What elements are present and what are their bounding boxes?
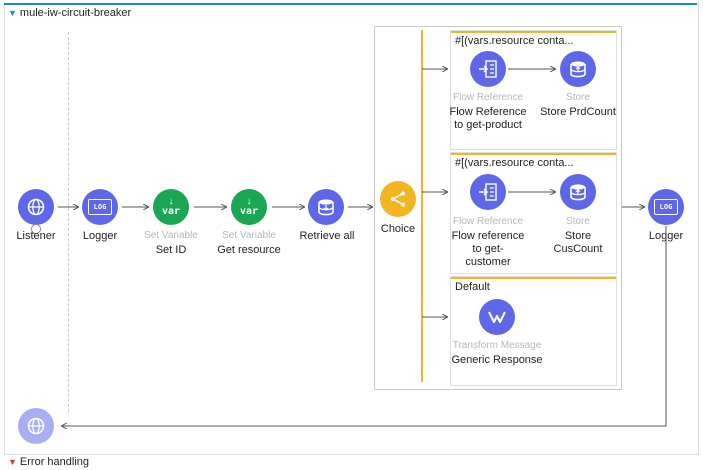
get-resource-label: Get resource — [217, 244, 281, 256]
listener-node[interactable] — [18, 189, 54, 225]
logger-node[interactable]: LOG — [648, 189, 684, 225]
transform-message-node[interactable] — [479, 299, 515, 335]
store-label: Store PrdCount — [540, 106, 616, 118]
store-type: Store — [566, 216, 590, 227]
flow-reference-icon — [479, 183, 497, 201]
set-id-label: Set ID — [155, 244, 187, 256]
route-header: #[(vars.resource conta... — [455, 35, 574, 47]
retrieve-all-node[interactable] — [308, 189, 344, 225]
flow-reference-type: Flow Reference — [452, 92, 524, 103]
flow-reference-node[interactable] — [470, 174, 506, 210]
globe-icon — [27, 417, 45, 435]
route-header: Default — [455, 281, 490, 293]
logger-label: Logger — [82, 230, 118, 242]
error-handling-label: Error handling — [19, 456, 90, 468]
object-store-icon — [318, 199, 334, 216]
variable-icon: ↓ var — [161, 196, 181, 217]
response-node[interactable] — [18, 408, 54, 444]
transform-icon — [488, 311, 506, 323]
log-icon: LOG — [88, 199, 112, 215]
set-id-node[interactable]: ↓ var — [153, 189, 189, 225]
collapse-triangle-icon[interactable]: ▼ — [8, 457, 17, 467]
route-bar — [451, 153, 616, 155]
retrieve-all-label: Retrieve all — [299, 230, 355, 242]
set-id-type: Set Variable — [144, 230, 198, 241]
choice-branch-icon — [391, 191, 405, 207]
globe-icon — [27, 198, 45, 216]
flow-header-bar — [4, 3, 697, 5]
store-type: Store — [566, 92, 590, 103]
flow-name: mule-iw-circuit-breaker — [19, 7, 132, 19]
flow-reference-type: Flow Reference — [452, 216, 524, 227]
source-divider — [68, 32, 69, 412]
transform-message-type: Transform Message — [452, 340, 542, 351]
store-node[interactable] — [560, 51, 596, 87]
collapse-triangle-icon[interactable]: ▼ — [8, 8, 17, 18]
error-handling-section[interactable]: ▼Error handling — [8, 456, 89, 468]
flow-reference-icon — [479, 60, 497, 78]
get-resource-node[interactable]: ↓ var — [231, 189, 267, 225]
choice-label: Choice — [380, 223, 416, 235]
store-label: Store CusCount — [553, 230, 603, 255]
object-store-icon — [570, 61, 586, 78]
flow-title[interactable]: ▼mule-iw-circuit-breaker — [8, 7, 131, 19]
source-indicator-icon — [31, 224, 41, 234]
transform-message-label: Generic Response — [451, 354, 543, 366]
route-header: #[(vars.resource conta... — [455, 157, 574, 169]
variable-icon: ↓ var — [239, 196, 259, 217]
listener-label: Listener — [16, 230, 56, 242]
choice-route-rail — [421, 30, 423, 382]
store-node[interactable] — [560, 174, 596, 210]
route-default[interactable]: Default — [450, 276, 617, 386]
log-icon: LOG — [654, 199, 678, 215]
route-when-1[interactable]: #[(vars.resource conta... — [450, 30, 617, 150]
logger-label: Logger — [648, 230, 684, 242]
flow-reference-node[interactable] — [470, 51, 506, 87]
choice-node[interactable] — [380, 181, 416, 217]
get-resource-type: Set Variable — [222, 230, 276, 241]
flow-reference-label: Flow reference to get- customer — [451, 230, 525, 268]
route-bar — [451, 31, 616, 33]
flow-reference-label: Flow Reference to get-product — [449, 106, 527, 131]
route-when-2[interactable]: #[(vars.resource conta... — [450, 152, 617, 274]
route-bar — [451, 277, 616, 279]
object-store-icon — [570, 184, 586, 201]
logger-node[interactable]: LOG — [82, 189, 118, 225]
